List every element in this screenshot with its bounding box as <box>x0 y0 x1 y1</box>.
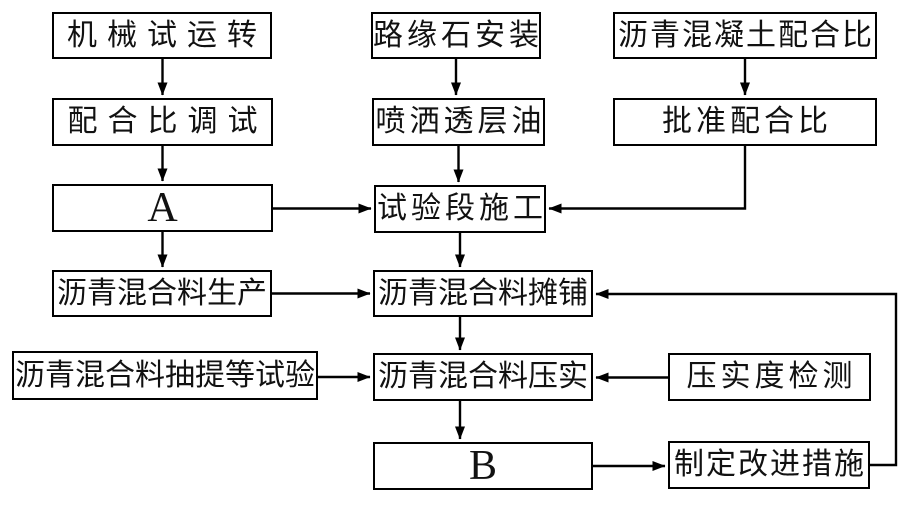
flow-node-b: B <box>373 442 593 490</box>
flow-node-compaction-degree-detection: 压实度检测 <box>668 353 871 401</box>
flow-node-spray-prime-coat: 喷洒透层油 <box>372 98 545 146</box>
flow-node-trial-section-construction: 试验段施工 <box>374 185 546 233</box>
flow-node-asphalt-concrete-mix-ratio: 沥青混凝土配合比 <box>613 12 877 59</box>
flow-node-mixture-production: 沥青混合料生产 <box>52 270 272 317</box>
flow-node-mixture-extraction-tests: 沥青混合料抽提等试验 <box>12 351 318 400</box>
flow-node-improvement-measures: 制定改进措施 <box>668 441 870 489</box>
flow-node-machine-trial-run: 机械试运转 <box>52 12 272 59</box>
arrow-approved-mix-to-trial-section <box>548 146 747 214</box>
flow-node-mixture-paving: 沥青混合料摊铺 <box>373 270 593 317</box>
flow-node-approved-mix-ratio: 批准配合比 <box>613 98 877 146</box>
flow-node-mix-ratio-debugging: 配合比调试 <box>52 98 273 146</box>
flow-node-a: A <box>52 184 273 232</box>
flow-node-mixture-compaction: 沥青混合料压实 <box>373 353 593 401</box>
arrow-improvement-to-paving-feedback <box>595 289 898 467</box>
flow-node-curb-installation: 路缘石安装 <box>371 12 541 59</box>
